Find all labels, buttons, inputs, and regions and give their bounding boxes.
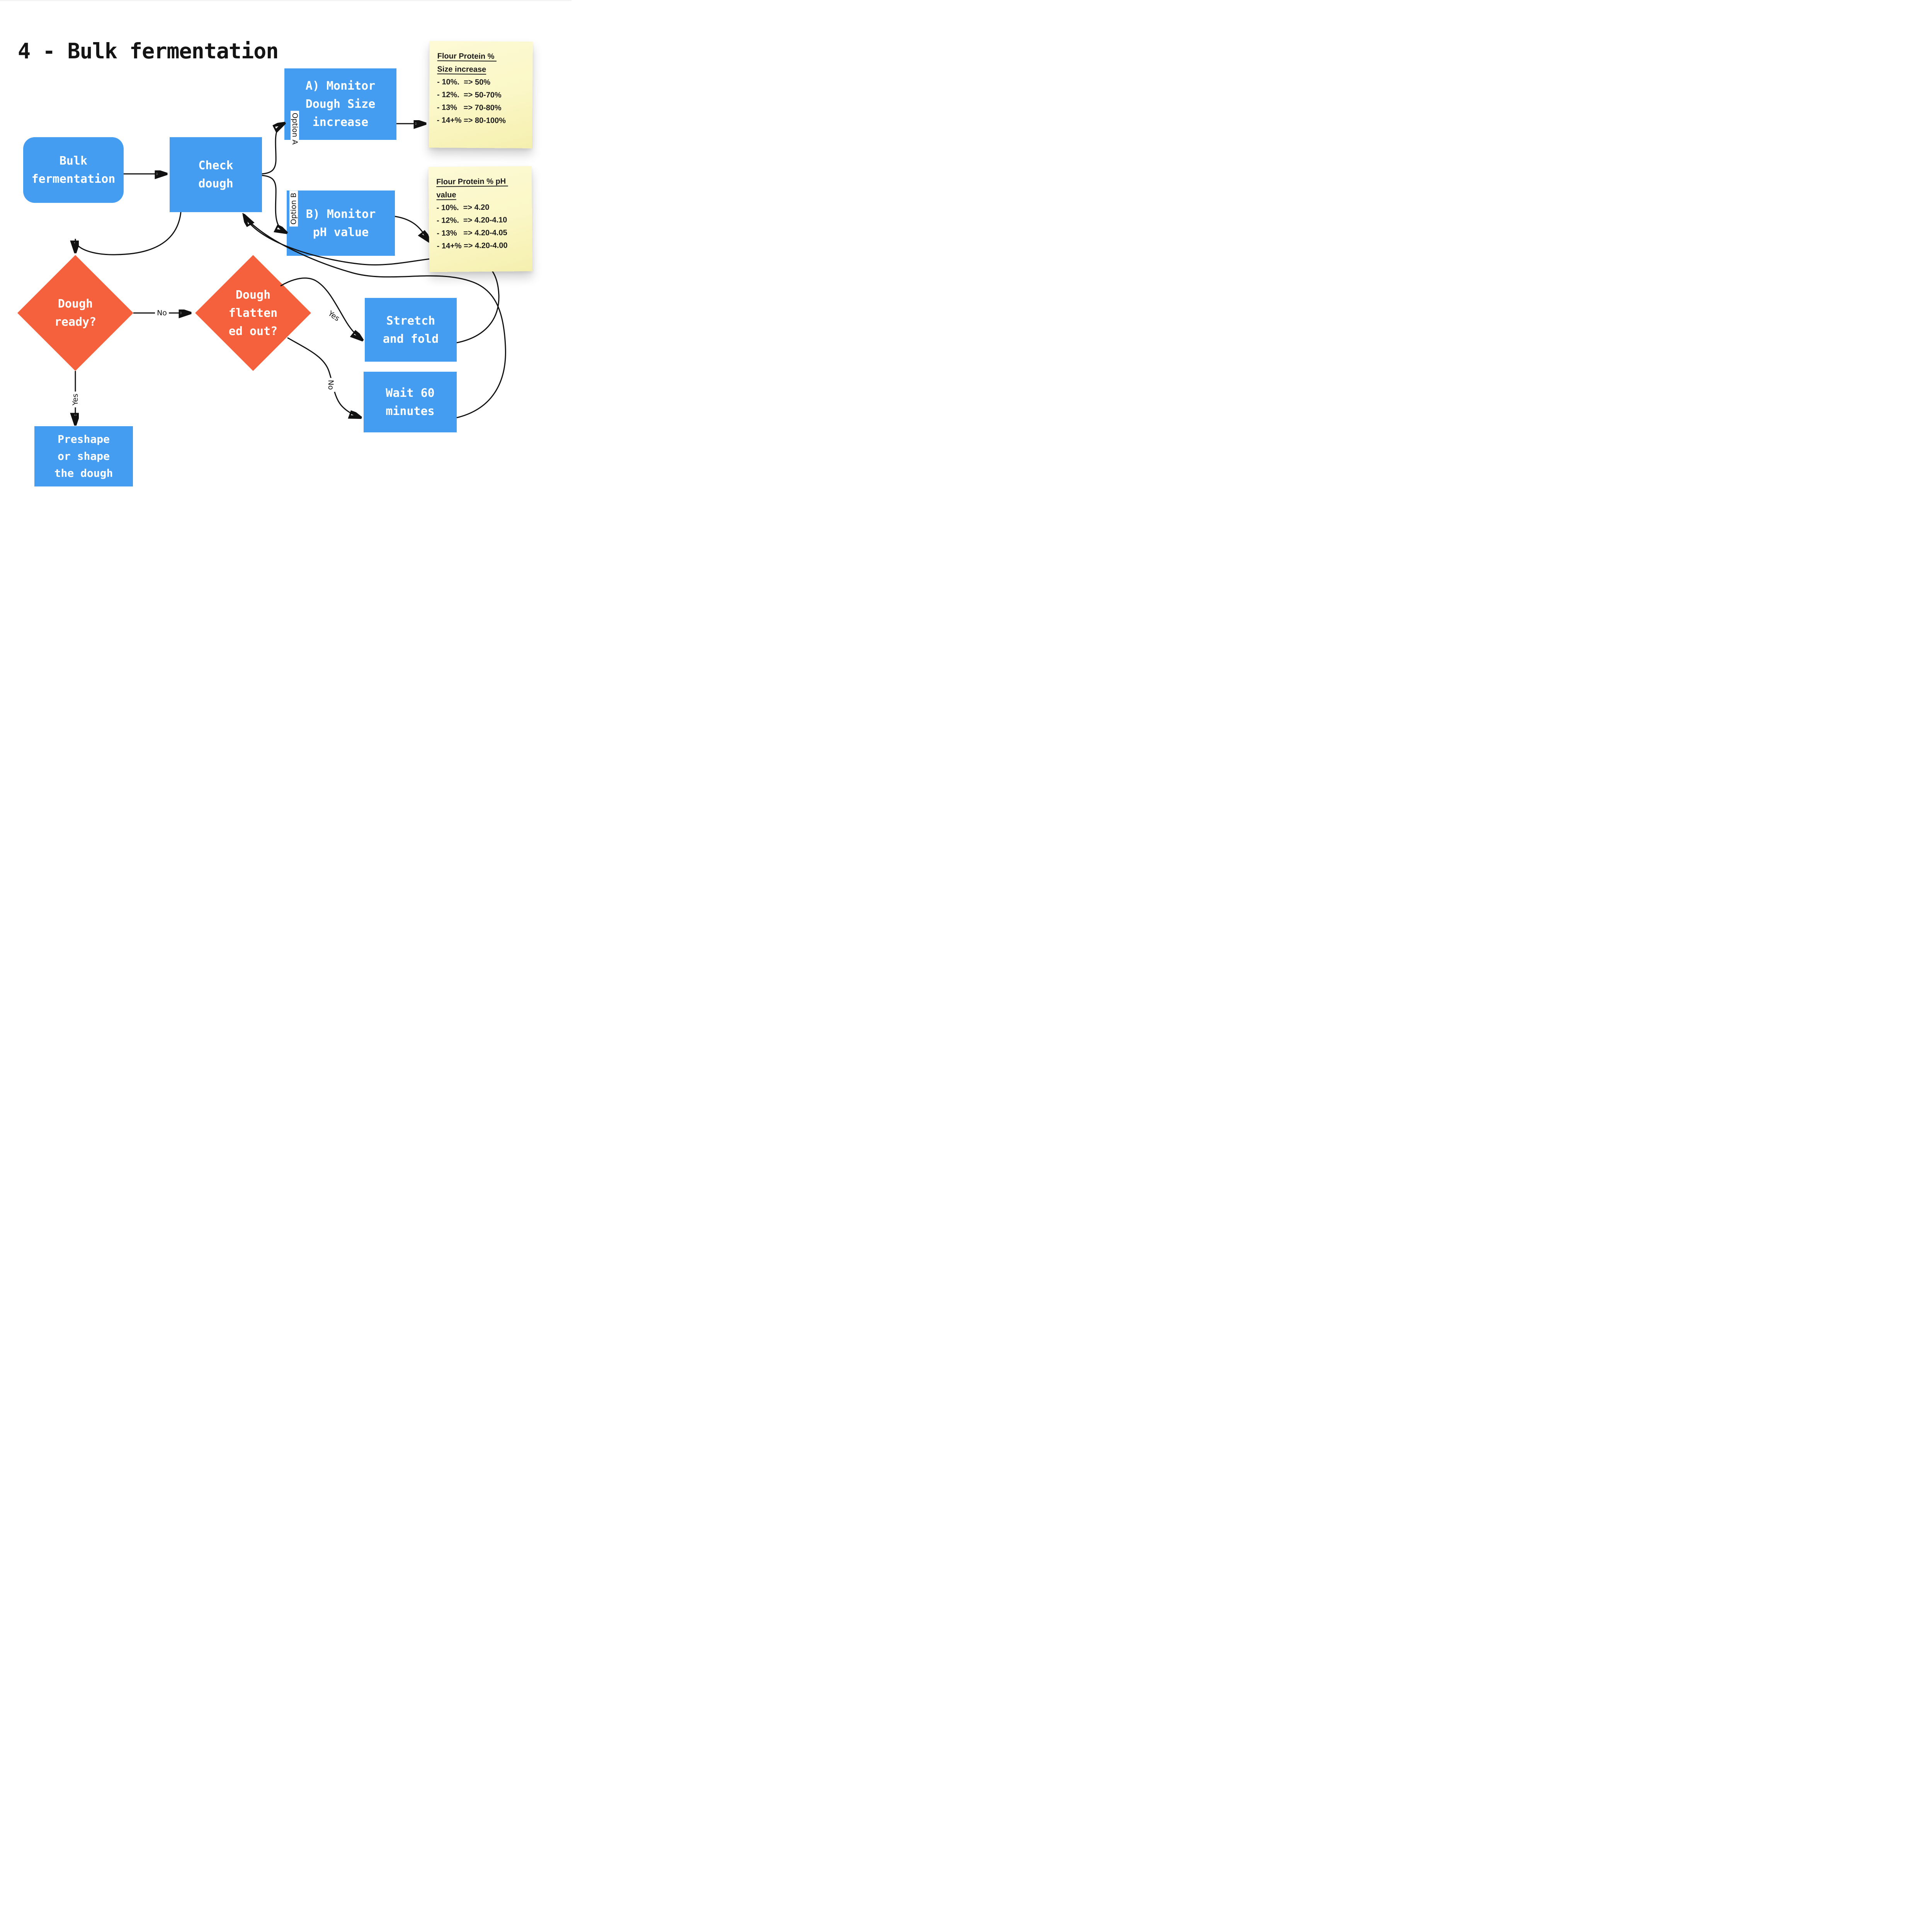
node-stretch-fold: Stretch and fold xyxy=(365,298,457,362)
edge-flattened-no xyxy=(287,337,359,417)
node-label-line: A) Monitor xyxy=(305,79,376,93)
node-monitor-dough-size: A) Monitor Dough Size increase xyxy=(284,68,396,140)
note-title-line: Flour Protein % xyxy=(437,52,497,61)
note-title-line: Flour Protein % pH xyxy=(436,177,508,186)
node-label-line: or shape xyxy=(58,450,110,463)
node-label-line: Stretch xyxy=(386,314,435,328)
edge-check-to-monitor-size xyxy=(262,124,283,175)
decision-dough-ready: Dough ready? xyxy=(17,255,133,371)
edge-label-option-b: Option B xyxy=(289,190,298,227)
node-label-line: increase xyxy=(312,116,369,129)
note-item: - 12%. => 50-70% xyxy=(437,90,502,100)
node-label-line: ed out? xyxy=(228,324,278,338)
node-monitor-ph: B) Monitor pH value xyxy=(287,190,395,256)
node-label-line: fermentation xyxy=(31,172,116,186)
node-bulk-fermentation: Bulk fermentation xyxy=(23,137,124,203)
node-label-line: B) Monitor xyxy=(306,207,376,221)
node-label-line: and fold xyxy=(383,332,439,346)
note-item: - 14+% => 80-100% xyxy=(437,116,506,125)
node-label-line: flatten xyxy=(228,306,278,320)
note-item: - 14+% => 4.20-4.00 xyxy=(437,241,508,250)
edge-label-no-flattened: No xyxy=(327,378,335,392)
note-title-line: Size increase xyxy=(437,65,486,74)
node-label-line: minutes xyxy=(386,404,435,418)
note-item: - 12%. => 4.20-4.10 xyxy=(436,216,507,225)
node-label-line: dough xyxy=(198,177,233,190)
note-item: - 13% => 4.20-4.05 xyxy=(437,228,507,238)
edge-check-to-dough-ready xyxy=(75,212,182,255)
node-preshape: Preshape or shape the dough xyxy=(34,426,133,486)
flowchart-canvas: 4 - Bulk fermentation Bulk fermentation … xyxy=(0,0,571,512)
edge-label-option-a: Option A xyxy=(291,111,299,147)
node-check-dough: Check dough xyxy=(170,137,262,212)
page-title: 4 - Bulk fermentation xyxy=(18,39,279,63)
sticky-note-size-increase: Flour Protein % Size increase - 10%. => … xyxy=(429,41,533,148)
sticky-note-ph-value: Flour Protein % pH value - 10%. => 4.20 … xyxy=(428,166,533,272)
edge-label-yes-ready: Yes xyxy=(71,391,80,408)
note-item: - 10%. => 4.20 xyxy=(436,203,490,212)
node-label-line: the dough xyxy=(54,467,113,480)
decision-dough-flattened: Dough flatten ed out? xyxy=(195,255,311,371)
node-label-line: Preshape xyxy=(58,433,110,446)
node-label-line: Dough xyxy=(58,297,93,311)
note-title-line: value xyxy=(436,190,456,199)
edge-label-no-ready: No xyxy=(155,309,169,317)
node-label-line: Dough xyxy=(235,288,271,302)
node-label-line: Bulk xyxy=(59,154,88,168)
note-item: - 10%. => 50% xyxy=(437,78,491,87)
top-edge-shadow xyxy=(0,0,571,2)
node-label-line: ready? xyxy=(54,315,97,329)
node-label-line: Wait 60 xyxy=(386,386,435,400)
node-label-line: pH value xyxy=(313,225,369,239)
node-label-line: Dough Size xyxy=(305,97,376,111)
node-label-line: Check xyxy=(198,159,233,172)
edge-monitor-ph-to-note xyxy=(395,216,428,240)
note-item: - 13% => 70-80% xyxy=(437,103,502,112)
node-wait-60-minutes: Wait 60 minutes xyxy=(364,372,457,432)
edge-check-to-monitor-ph xyxy=(262,175,285,232)
edge-label-yes-flattened: Yes xyxy=(325,308,343,324)
